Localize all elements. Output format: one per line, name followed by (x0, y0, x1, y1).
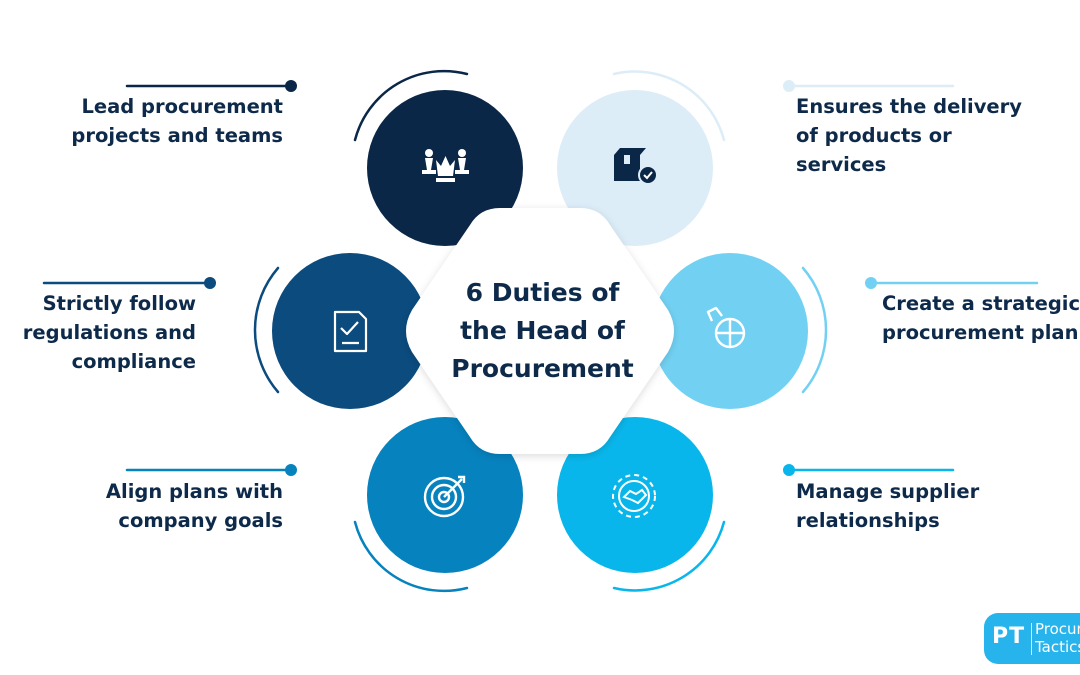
arc-bottom-right (612, 520, 726, 592)
duty-label-line: Strictly follow (42, 292, 196, 315)
duty-label-line: services (796, 153, 887, 176)
connector-dot-goals (285, 464, 297, 476)
connector-dot-supplier (783, 464, 795, 476)
duty-label-delivery: Ensures the delivery of products or serv… (796, 92, 1022, 179)
duty-label-plan: Create a strategic procurement plan (882, 289, 1080, 347)
duty-label-line: regulations and (22, 321, 196, 344)
duty-label-line: relationships (796, 509, 940, 532)
duty-label-supplier: Manage supplier relationships (796, 477, 979, 535)
logo-word-2: Tactics (1035, 638, 1080, 656)
chess-pieces-icon (422, 149, 469, 182)
arc-left (253, 266, 280, 394)
puzzle-icon (706, 306, 746, 349)
duty-label-compliance: Strictly follow regulations and complian… (23, 289, 196, 376)
duty-label-goals: Align plans with company goals (106, 477, 283, 535)
arc-right (801, 266, 828, 394)
duty-label-line: procurement plan (882, 321, 1079, 344)
logo-divider (1031, 623, 1032, 655)
duty-label-lead: Lead procurement projects and teams (71, 92, 283, 150)
title-line-1: 6 Duties of (465, 278, 620, 307)
title-line-2: the Head of (460, 316, 625, 345)
duty-label-line: of products or (796, 124, 952, 147)
logo-initials: PT (992, 624, 1026, 649)
target-icon (423, 475, 466, 518)
duty-label-line: projects and teams (71, 124, 283, 147)
arc-top-left (353, 69, 469, 142)
duty-label-line: Align plans with (105, 480, 283, 503)
connector-dot-compliance (204, 277, 216, 289)
title-line-3: Procurement (451, 354, 634, 383)
duty-label-line: compliance (71, 350, 196, 373)
duty-label-line: Manage supplier (796, 480, 980, 503)
center-hexagon (406, 208, 674, 454)
duty-label-line: company goals (118, 509, 283, 532)
logo-word-1: Procurement (1035, 620, 1080, 638)
duty-label-line: Ensures the delivery (796, 95, 1022, 118)
document-check-icon (333, 310, 368, 353)
duty-label-line: Create a strategic (882, 292, 1080, 315)
connector-dot-delivery (783, 80, 795, 92)
arc-bottom-left (353, 520, 469, 593)
connector-dot-lead (285, 80, 297, 92)
handshake-gear-icon (612, 474, 656, 518)
diagram-title: 6 Duties of the Head of Procurement (430, 274, 655, 388)
box-check-icon (614, 148, 658, 185)
procurement-tactics-logo: PT Procurement Tactics (984, 613, 1080, 664)
duty-circle-supplier (557, 417, 713, 573)
duty-label-line: Lead procurement (81, 95, 283, 118)
arc-top-right (612, 70, 726, 142)
connector-dot-plan (865, 277, 877, 289)
